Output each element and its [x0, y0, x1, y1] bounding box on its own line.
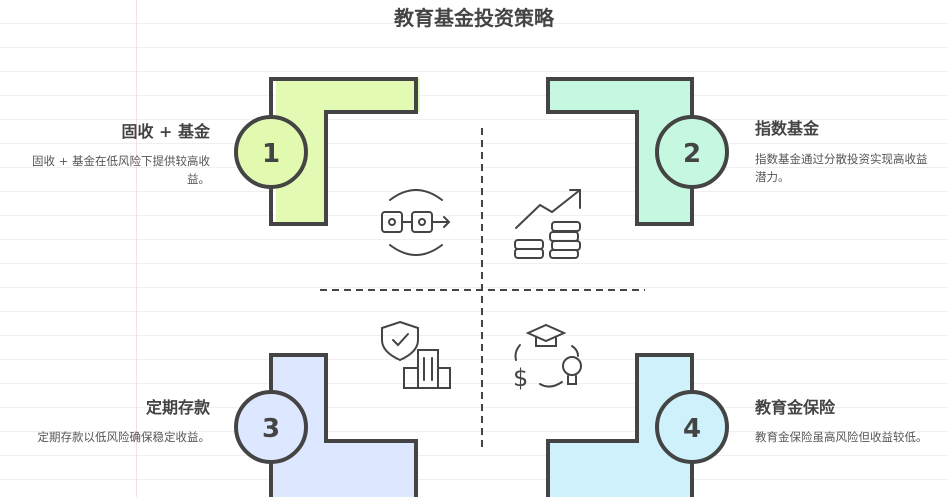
- quadrant-3-shape: 3: [234, 353, 418, 497]
- shield-building-icon: [381, 320, 451, 389]
- step-number-2: 2: [683, 139, 701, 169]
- quadrant-2-heading: 指数基金: [755, 119, 820, 138]
- quadrant-1-shape: 1: [234, 77, 420, 226]
- step-number-3: 3: [262, 414, 280, 444]
- quadrant-3-heading: 定期存款: [145, 398, 210, 417]
- quadrant-1-description: 固收 + 基金在低风险下提供较高收益。: [32, 154, 210, 186]
- quadrant-2-description: 指数基金通过分散投资实现高收益潜力。: [755, 152, 928, 184]
- quadrant-2-shape: 2: [546, 77, 729, 226]
- glasses-arrow-icon: [381, 189, 451, 256]
- quadrant-4-heading: 教育金保险: [755, 398, 836, 417]
- growth-coins-icon: [514, 189, 581, 259]
- step-number-4: 4: [683, 414, 701, 444]
- quadrant-1-heading: 固收 + 基金: [121, 122, 210, 141]
- quadrant-4-shape: 4: [546, 353, 729, 497]
- page-title: 教育基金投资策略: [394, 6, 554, 30]
- svg-text:$: $: [513, 364, 528, 392]
- quadrant-3-description: 定期存款以低风险确保稳定收益。: [37, 430, 211, 444]
- step-number-1: 1: [262, 139, 280, 169]
- margin-line: [136, 0, 137, 497]
- quadrant-4-description: 教育金保险虽高风险但收益较低。: [755, 430, 928, 444]
- education-money-idea-icon: $: [513, 323, 582, 392]
